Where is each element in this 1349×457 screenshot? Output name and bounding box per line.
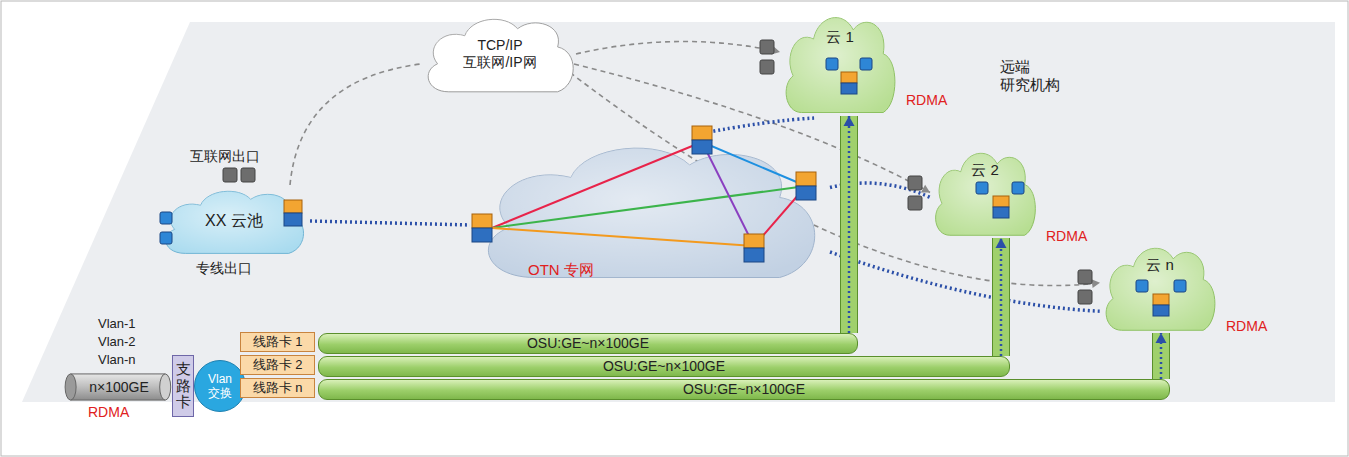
connector [844,116,855,333]
node-text: 线路卡 n [253,380,303,396]
node-shape [780,8,900,118]
osu-pipe-riser [993,238,1009,356]
arrow-head [1156,333,1167,343]
otn-cloud: OTN 专网 [470,135,830,285]
rdma-label: RDMA [1226,318,1267,335]
osu-pipe-riser [841,116,857,333]
arrow-head [921,185,930,193]
connector [310,221,470,225]
internet-cloud: TCP/IP 互联网/IP网 [420,12,580,96]
node-text: 云 2 [971,161,999,179]
node-text: OSU:GE~n×100GE [603,358,725,375]
vlan-label: Vlan-1 [98,316,136,332]
node-shape [930,145,1040,240]
private-line [830,252,1100,311]
node-text: 云 1 [826,28,854,46]
private-line [693,118,816,135]
node-text: OSU:GE~n×100GE [683,381,805,398]
osu-pipe: OSU:GE~n×100GE [318,356,1010,377]
line-card: 线路卡 n [240,378,315,398]
switch-icons [284,72,1169,316]
node-text: TCP/IP 互联网/IP网 [460,37,540,71]
node-text: 云 n [1146,256,1174,274]
server-icons [223,40,1092,304]
riser-flow [1000,238,1003,356]
arrow-head [1092,279,1100,288]
vlan-switch: Vlan 交换 [194,360,246,412]
cloud-pool: XX 云池 [158,185,310,257]
node-text: Vlan 交换 [200,372,240,401]
exit-label: 互联网出口 [190,148,260,165]
rdma-label: RDMA [1046,228,1087,245]
osu-pipe-riser [992,238,1010,356]
node-text: n×100GE [89,379,149,396]
osu-pipe-riser [1153,333,1169,379]
vlan-label: Vlan-2 [98,334,136,350]
line-card: 线路卡 2 [240,355,315,375]
node-text: OSU:GE~n×100GE [527,335,649,352]
remote-cloud: 云 n [1100,240,1220,335]
cloud-port-icons [160,58,1186,292]
tributary-card: 支路卡 [172,355,194,417]
arrow-head [996,238,1007,248]
node-shape [1100,240,1220,335]
connector [1156,333,1167,379]
ground-plane [22,22,1335,402]
node-text: 线路卡 1 [253,334,303,350]
rdma-label: RDMA [88,404,129,421]
rdma-label: RDMA [906,92,947,109]
connector [576,41,780,54]
connector [996,238,1007,356]
exit-label: 专线出口 [196,260,252,277]
node-text: XX 云池 [205,211,263,230]
arrow-head [771,46,780,55]
osu-pipe-riser [840,116,858,333]
osu-pipe: OSU:GE~n×100GE [318,379,1170,400]
line-card: 线路卡 1 [240,332,315,352]
node-text: OTN 专网 [528,261,594,279]
riser-flow [848,116,851,333]
site-label: 远端 研究机构 [1000,58,1064,94]
connector [693,118,816,135]
vlan-label: Vlan-n [98,352,136,368]
port-cylinder: n×100GE [64,373,174,401]
remote-cloud: 云 1 [780,8,900,118]
connector [290,64,420,185]
osu-pipe: OSU:GE~n×100GE [318,333,858,354]
internet-link [576,41,780,54]
arrow-head [844,116,855,126]
private-line [310,221,470,225]
node-text: 线路卡 2 [253,357,303,373]
remote-cloud: 云 2 [930,145,1040,240]
node-shape [470,135,830,285]
osu-pipe-riser [1152,333,1170,379]
node-text: 支路卡 [176,361,191,411]
internet-link [290,64,420,185]
connector [830,252,1100,311]
